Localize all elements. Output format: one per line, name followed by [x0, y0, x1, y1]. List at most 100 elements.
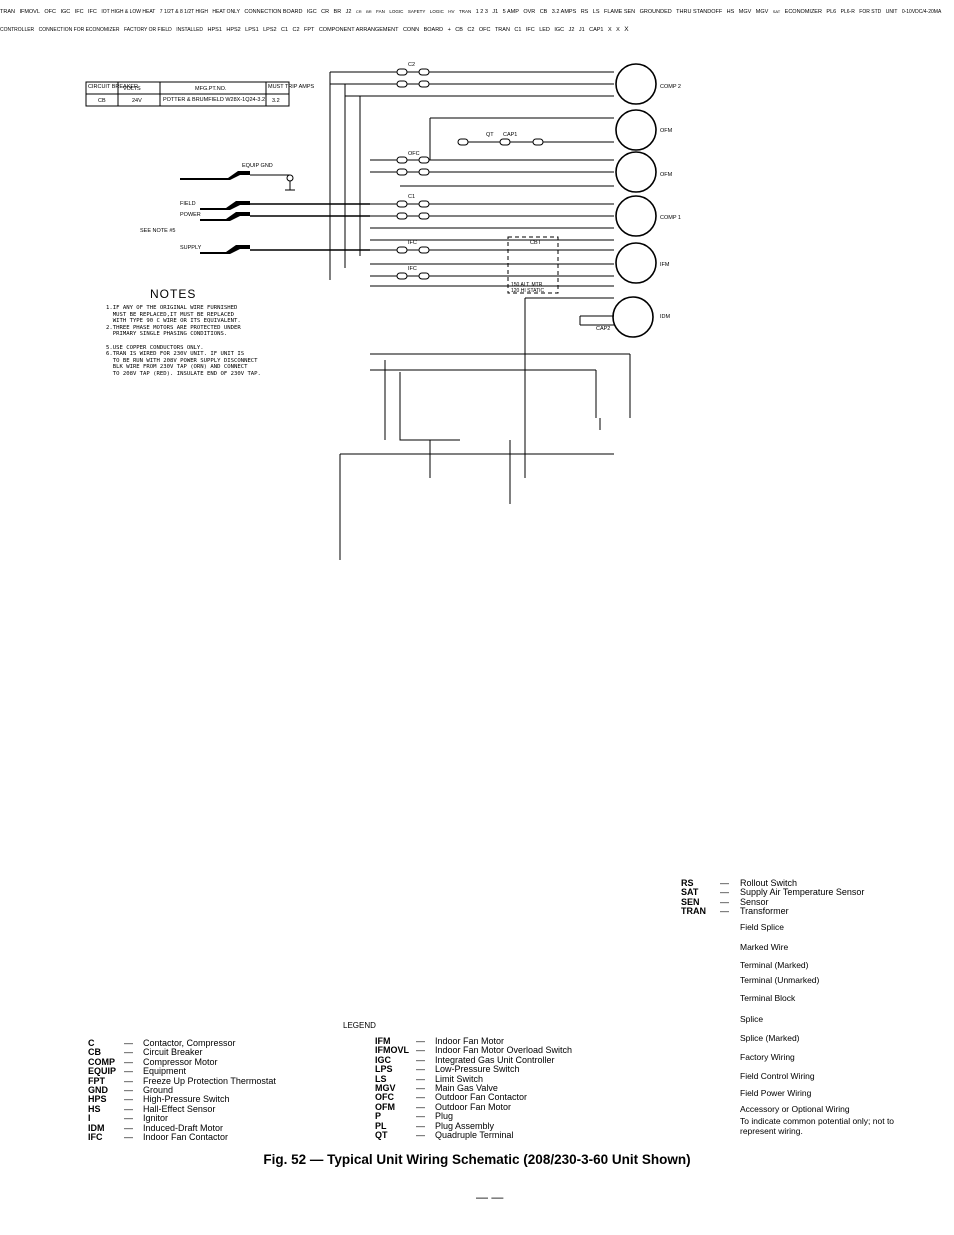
legend-dash: — [124, 1132, 133, 1142]
legend-dash: — [416, 1036, 425, 1046]
legend-description: Freeze Up Protection Thermostat [143, 1075, 276, 1086]
legend-abbr: LS [375, 1073, 387, 1084]
legend-abbr: IFC [88, 1132, 103, 1142]
legend-description: Transformer [740, 906, 789, 917]
legend-abbr: C [88, 1038, 95, 1048]
legend-description: Ignitor [143, 1113, 169, 1124]
safety-switches: HPS1 HPS2 LPS1 LPS2 C1 C2 FPT [207, 27, 315, 33]
legend-abbr: LPS [375, 1064, 393, 1075]
legend-description: Equipment [143, 1066, 187, 1077]
legend-title: LEGEND [343, 1021, 376, 1030]
legend-abbr: HPS [88, 1094, 107, 1105]
note-line: 5.USE COPPER CONDUCTORS ONLY. [106, 344, 204, 351]
legend-symbol-label: Splice (Marked) [740, 1033, 800, 1043]
svg-text:COMP 2: COMP 2 [660, 84, 681, 90]
legend-dash: — [416, 1130, 425, 1140]
legend-dash: — [416, 1111, 425, 1122]
legend-dash: — [124, 1122, 133, 1133]
legend-description: Limit Switch [435, 1073, 484, 1084]
legend-description: Quadruple Terminal [435, 1130, 514, 1140]
legend-abbr: P [375, 1111, 382, 1122]
legend-dash: — [124, 1038, 133, 1048]
svg-text:IFM: IFM [660, 262, 670, 268]
legend-abbr: I [88, 1113, 91, 1124]
legend-description: Plug Assembly [435, 1120, 495, 1131]
legend-symbol-label: Field Power Wiring [740, 1088, 812, 1098]
component-arrangement: COMPONENT ARRANGEMENT CONN BOARD + CB C2… [318, 27, 604, 33]
note-line [106, 338, 261, 345]
legend-dash: — [720, 906, 729, 917]
legend-description: Induced-Draft Motor [143, 1122, 224, 1133]
svg-text:EQUIP GND: EQUIP GND [242, 163, 273, 169]
svg-text:CAP2: CAP2 [596, 326, 610, 332]
connection-board: CONNECTION BOARD [244, 9, 303, 15]
legend-dash: — [124, 1047, 133, 1058]
legend-dash: — [124, 1094, 133, 1105]
power-wiring [329, 71, 631, 560]
legend-description: Low-Pressure Switch [435, 1064, 520, 1075]
svg-text:24V: 24V [132, 98, 142, 104]
legend-dash: — [720, 887, 729, 898]
legend-abbr: IFM [375, 1036, 391, 1046]
note-line: WITH TYPE 90 C WIRE OR ITS EQUIVALENT. [106, 318, 241, 325]
svg-text:MUST TRIP AMPS: MUST TRIP AMPS [268, 84, 314, 90]
legend-symbol-label: Terminal (Marked) [740, 960, 809, 970]
igc-board: IGC CR BR J2 CR BR FAN LOGIC SAFETY LOGI… [306, 9, 735, 15]
common-bus: OFC IGC IFC IFC IOT HIGH & LOW HEAT 7 1/… [0, 0, 941, 1204]
legend-symbol-label: Accessory or Optional Wiring [740, 1104, 850, 1114]
table-header-cb: CIRCUIT BREAKER [88, 84, 138, 90]
svg-text:CB: CB [98, 98, 106, 104]
legend-description: Contactor, Compressor [143, 1038, 236, 1048]
svg-text:120 HI STATIC: 120 HI STATIC [511, 288, 545, 294]
svg-text:MFG.PT.NO.: MFG.PT.NO. [195, 86, 227, 92]
legend-description: Plug [435, 1111, 454, 1122]
legend-abbr: OFM [375, 1101, 395, 1112]
transformer: TRAN IFMOVL [0, 9, 40, 15]
legend-abbr: OFC [375, 1092, 394, 1103]
svg-text:COMP 1: COMP 1 [660, 215, 681, 221]
legend-abbr: GND [88, 1085, 108, 1095]
legend-symbol-label: Terminal Block [740, 993, 796, 1003]
legend-symbol-label: Marked Wire [740, 942, 789, 952]
svg-text:IFC: IFC [408, 240, 417, 246]
legend-dash: — [416, 1054, 425, 1065]
contactors-upper: C2 QT CAP1 OFC C1 IFC IFC CBT 150 ALT. M… [396, 62, 610, 332]
legend-abbr: TRAN [681, 906, 706, 917]
legend-symbol-label: Field Splice [740, 922, 784, 932]
legend-description: Main Gas Valve [435, 1083, 498, 1093]
svg-text:VOLTS: VOLTS [123, 86, 141, 92]
legend-dash: — [124, 1056, 133, 1067]
notes-body: 1.IF ANY OF THE ORIGINAL WIRE FURNISHED … [106, 305, 261, 378]
legend-dash: — [416, 1101, 425, 1112]
legend-description: Compressor Motor [143, 1056, 218, 1067]
note-line: 1.IF ANY OF THE ORIGINAL WIRE FURNISHED [106, 305, 238, 311]
legend-symbols: X X X [607, 26, 629, 33]
svg-text:CAP1: CAP1 [503, 132, 517, 138]
legend-description: Rollout Switch [740, 878, 798, 888]
legend-abbr: IFMOVL [375, 1045, 409, 1056]
field-power-inputs: EQUIP GND FIELD POWER SUPPLY SEE NOTE #5 [140, 163, 370, 254]
svg-text:SEE NOTE #5: SEE NOTE #5 [140, 228, 175, 234]
legend-dash: — [416, 1064, 425, 1075]
legend-description: Supply Air Temperature Sensor [740, 887, 865, 898]
circuit-breaker-table: CIRCUIT BREAKER VOLTS MFG.PT.NO. MUST TR… [85, 81, 314, 107]
svg-text:IFC: IFC [408, 266, 417, 272]
notes-title: NOTES [150, 287, 196, 301]
legend-description: Circuit Breaker [143, 1047, 203, 1058]
svg-text:CBT: CBT [530, 240, 542, 246]
legend-abbr: SAT [681, 887, 699, 898]
legend-description: Indoor Fan Motor [435, 1036, 505, 1046]
legend-symbol-label: Field Control Wiring [740, 1071, 815, 1081]
legend-dash: — [416, 1045, 425, 1056]
legend-symbol-label: Terminal (Unmarked) [740, 975, 820, 985]
page-number-marks: — — [476, 1190, 504, 1204]
main-gas-valve: MGV MGV [738, 9, 769, 15]
legend-dash: — [124, 1085, 133, 1095]
legend-description: Indoor Fan Motor Overload Switch [435, 1045, 573, 1056]
legend-description: Sensor [740, 896, 769, 907]
legend-dash: — [416, 1073, 425, 1084]
legend-description: Hall-Effect Sensor [143, 1103, 216, 1114]
legend-dash: — [720, 896, 729, 907]
svg-text:3.2: 3.2 [272, 98, 280, 104]
note-line: TO BE RUN WITH 208V POWER SUPPLY DISCONN… [106, 357, 258, 364]
